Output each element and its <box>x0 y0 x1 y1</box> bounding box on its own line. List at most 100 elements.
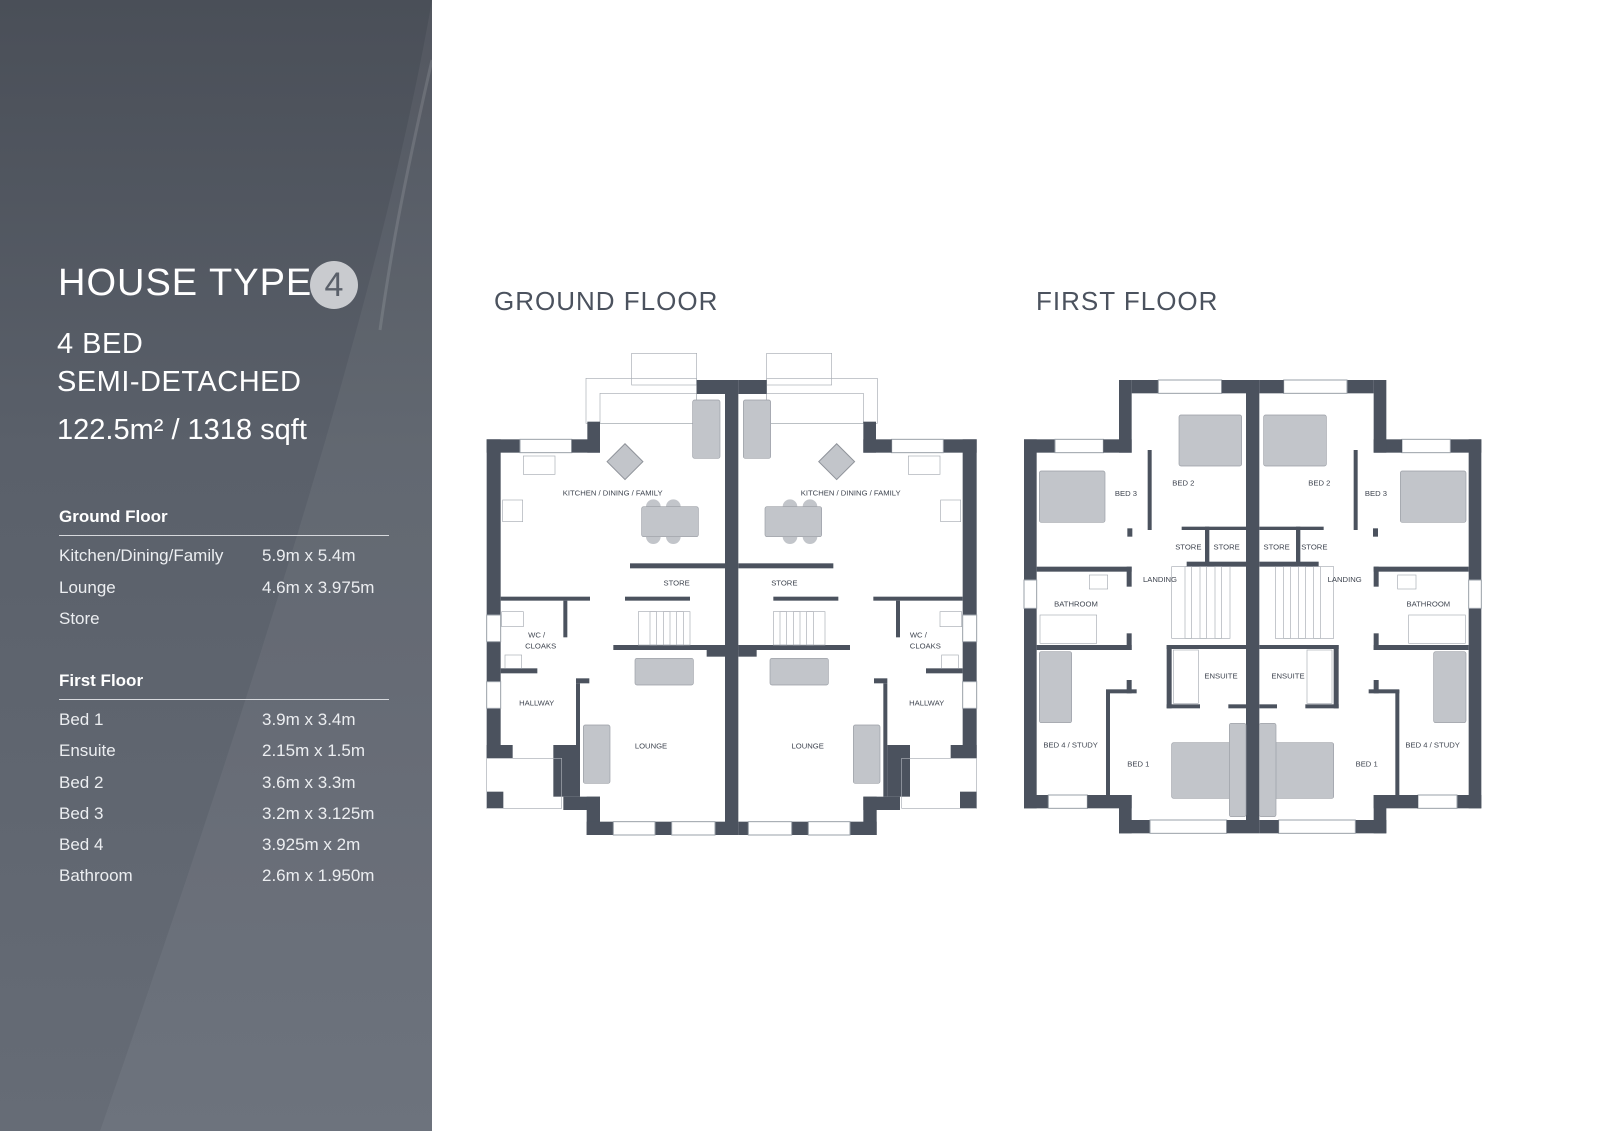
stair-tread <box>649 611 657 646</box>
hob <box>940 499 961 522</box>
wall <box>613 645 725 650</box>
window <box>1157 379 1223 394</box>
room-name: Bed 3 <box>59 804 104 823</box>
stair-tread <box>1184 566 1192 639</box>
double-bed <box>1399 470 1467 523</box>
wall <box>1126 566 1132 587</box>
wall <box>1024 795 1049 809</box>
stairs <box>773 611 826 646</box>
wall <box>874 678 888 684</box>
room-label-landing: LANDING <box>1143 575 1177 584</box>
wall <box>738 645 850 650</box>
stair-tread <box>793 611 801 646</box>
bay-outline <box>599 393 697 424</box>
stair-tread <box>663 611 671 646</box>
window <box>612 821 656 836</box>
room-label-ensuite: ENSUITE <box>1271 672 1304 681</box>
porch-outline <box>486 757 562 809</box>
wall <box>1457 795 1482 809</box>
window <box>962 681 978 709</box>
stairs <box>1171 566 1231 639</box>
room-name: Store <box>59 609 100 628</box>
room-row: Store <box>59 609 399 629</box>
room-name: Bed 4 <box>59 835 104 854</box>
room-label-bed1: BED 1 <box>1127 760 1149 769</box>
wall <box>1166 645 1246 649</box>
wall <box>1259 561 1319 567</box>
wall <box>863 421 876 453</box>
wall <box>1119 380 1132 453</box>
wall <box>1296 526 1301 565</box>
wall <box>1373 566 1469 572</box>
wall <box>1368 689 1400 694</box>
room-size: 2.15m x 1.5m <box>262 741 365 760</box>
wall <box>553 745 576 797</box>
wall <box>1450 439 1482 453</box>
wall <box>1024 439 1037 809</box>
wall <box>1126 680 1132 694</box>
sofa <box>692 399 721 459</box>
room-label-bed3: BED 3 <box>1365 489 1387 498</box>
room-label-bed2: BED 2 <box>1172 478 1194 487</box>
room-label-bed4: BED 4 / STUDY <box>1405 740 1459 749</box>
house-style-label: SEMI-DETACHED <box>57 366 302 398</box>
room-size: 4.6m x 3.975m <box>262 578 375 597</box>
first-floor-plan: BED 3 BED 3 BED 2 BED 2 STORE STORE STOR… <box>1023 379 1482 834</box>
window <box>1278 819 1356 834</box>
wall <box>1166 645 1172 709</box>
toilet <box>939 611 962 627</box>
room-label-bed3: BED 3 <box>1115 489 1137 498</box>
wall <box>1373 680 1379 694</box>
room-label-hallway: HALLWAY <box>519 698 554 707</box>
basin <box>1397 574 1417 590</box>
wall <box>1259 380 1284 394</box>
armchair <box>606 443 644 481</box>
room-name: Bed 1 <box>59 710 104 729</box>
hob <box>502 499 523 522</box>
window <box>519 438 573 454</box>
wall <box>1395 690 1400 797</box>
room-label-kitchen: KITCHEN / DINING / FAMILY <box>801 488 901 497</box>
sink <box>523 455 556 475</box>
stair-tread <box>779 611 787 646</box>
shower <box>1173 649 1199 704</box>
room-label-store: STORE <box>1175 542 1201 551</box>
room-label-bed2: BED 2 <box>1308 478 1330 487</box>
window <box>671 821 716 836</box>
room-label-hallway: HALLWAY <box>909 698 944 707</box>
room-label-store: STORE <box>1264 542 1290 551</box>
wall <box>1353 450 1358 530</box>
stair-tread <box>1199 566 1207 639</box>
double-bed <box>1039 470 1106 523</box>
divider <box>59 535 389 536</box>
wall <box>1036 645 1132 650</box>
wall <box>625 596 690 601</box>
first-floor-heading: First Floor <box>59 671 144 690</box>
sofa <box>583 724 611 784</box>
info-panel: HOUSE TYPE 4 4 BED SEMI-DETACHED 122.5m²… <box>0 0 432 1131</box>
room-label-store: STORE <box>664 578 690 587</box>
room-label-ensuite: ENSUITE <box>1204 672 1237 681</box>
stair-tread <box>1214 566 1222 639</box>
wall <box>500 596 590 601</box>
basin <box>941 654 959 669</box>
wall <box>696 380 725 394</box>
wall <box>738 563 834 569</box>
window <box>1417 794 1458 809</box>
toilet <box>501 611 524 627</box>
wall <box>873 596 963 601</box>
room-size: 3.925m x 2m <box>262 835 361 854</box>
wall <box>738 645 757 657</box>
room-size: 2.6m x 1.950m <box>262 866 375 885</box>
wall <box>1106 690 1110 797</box>
stair-tread <box>806 611 814 646</box>
wall <box>563 600 568 638</box>
wall <box>1221 380 1246 394</box>
wall <box>486 439 520 453</box>
room-name: Lounge <box>59 578 116 597</box>
room-row: Lounge 4.6m x 3.975m <box>59 578 399 598</box>
